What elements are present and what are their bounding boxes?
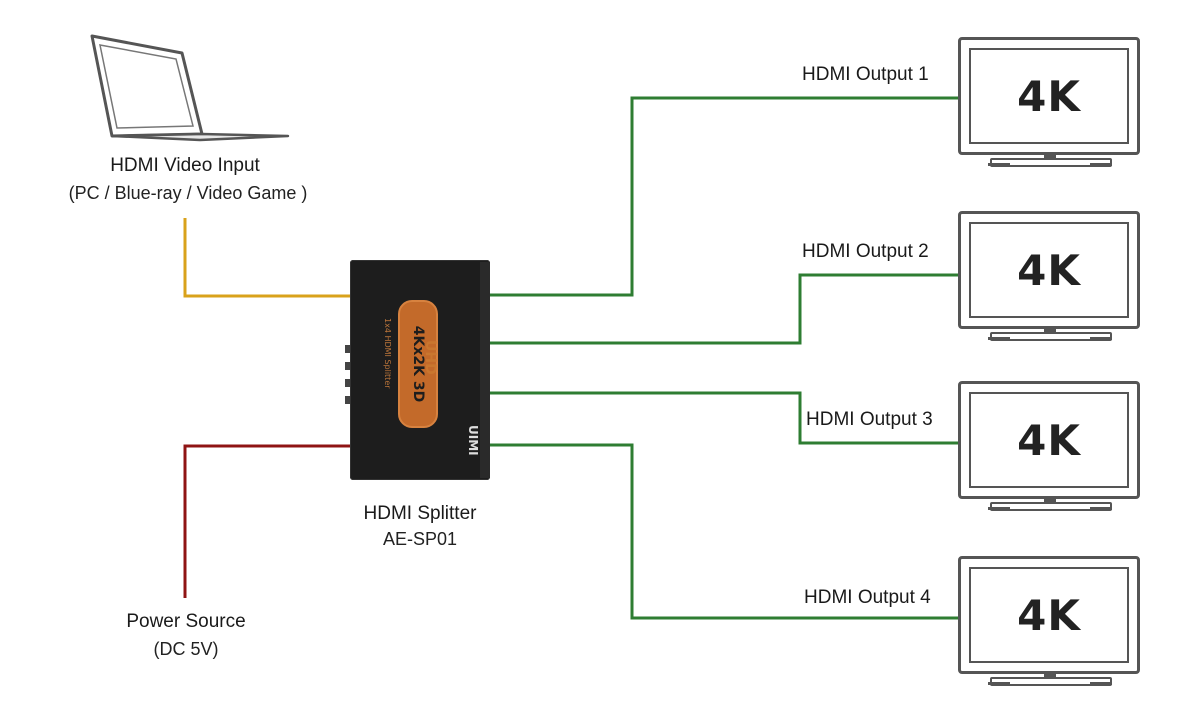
input-title: HDMI Video Input	[110, 155, 260, 176]
output-label-1: HDMI Output 1	[802, 64, 929, 85]
output-label-3: HDMI Output 3	[806, 409, 933, 430]
splitter-title: HDMI Splitter	[363, 503, 477, 524]
tv-screen-text-1: 4K	[1017, 71, 1081, 121]
splitter-ports	[345, 345, 351, 404]
tv-screen-text-3: 4K	[1017, 415, 1081, 465]
tv-screen-text-4: 4K	[1017, 590, 1081, 640]
output-label-4: HDMI Output 4	[804, 587, 931, 608]
splitter-model: AE-SP01	[382, 529, 458, 549]
splitter-badge: 4Kx2K 3D	[398, 300, 438, 428]
tv-screen-text-2: 4K	[1017, 245, 1081, 295]
output-cable-4	[490, 443, 958, 620]
splitter-brand-text: UIMI	[466, 425, 480, 456]
splitter-side-text: 1x4 HDMI Splitter	[383, 318, 392, 389]
input-subtitle: (PC / Blue-ray / Video Game )	[68, 183, 308, 203]
output-label-2: HDMI Output 2	[802, 241, 929, 262]
laptop-icon	[90, 34, 290, 142]
splitter-uhd-text: UHD	[422, 340, 438, 375]
power-title: Power Source	[126, 611, 246, 632]
splitter-side-edge	[480, 262, 490, 478]
output-cable-1	[490, 96, 958, 297]
power-subtitle: (DC 5V)	[153, 639, 219, 659]
input-cable	[183, 218, 350, 298]
output-cable-3	[490, 391, 958, 445]
power-cable	[183, 444, 350, 598]
output-cable-2	[490, 273, 958, 345]
